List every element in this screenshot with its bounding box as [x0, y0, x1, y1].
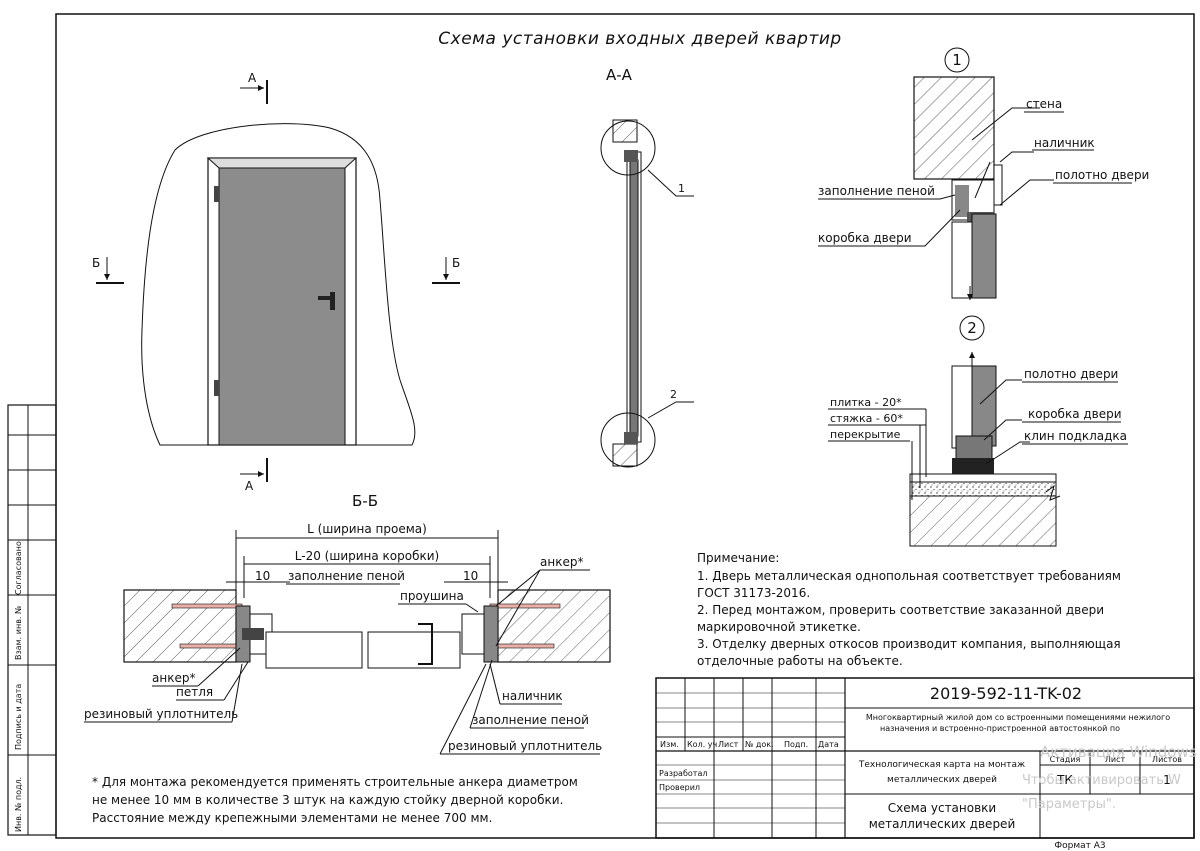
header-izm: Изм. [660, 740, 679, 749]
note-line-3: 2. Перед монтажом, проверить соответстви… [697, 603, 1104, 617]
note-line-4: маркировочной этикетке. [697, 620, 861, 634]
header-sign: Подп. [784, 740, 808, 749]
cut-mark-a-bottom: А [240, 458, 268, 493]
hinge-bottom [214, 380, 219, 396]
label-hinge: петля [176, 685, 213, 699]
footnote-line-1: * Для монтажа рекомендуется применять ст… [92, 775, 578, 789]
side-strip: Согласовано Взам. инв. № Подпись и дата … [7, 404, 57, 836]
stage-header: Стадия [1050, 755, 1081, 764]
watermark-line-2: Чтобы активировать W [1022, 773, 1181, 788]
tile-layer [909, 473, 1057, 483]
doc-code: 2019-592-11-TK-02 [930, 684, 1082, 703]
detail-2-number: 2 [967, 319, 977, 337]
label-tile: плитка - 20* [830, 396, 902, 409]
label-foam-top: заполнение пеной [288, 569, 405, 583]
drawing-name-1: Схема установки [888, 801, 996, 815]
header-kol: Кол. уч [687, 740, 717, 749]
label-wall: стена [1026, 97, 1062, 111]
label-foam-bottom: заполнение пеной [472, 713, 589, 727]
label-seal-left: резиновый уплотнитель [84, 707, 238, 721]
callout-2: 2 [670, 388, 677, 401]
watermark-line-1: Активация Windows [1040, 743, 1197, 761]
dim-left-10: 10 [255, 569, 270, 583]
slab-hatch [909, 495, 1057, 547]
wall-hatch [913, 76, 995, 180]
footnote-line-3: Расстояние между крепежными элементами н… [92, 811, 492, 825]
footnote-block: * Для монтажа рекомендуется применять ст… [92, 775, 578, 825]
svg-text:А: А [248, 71, 257, 85]
header-doc: № док. [745, 740, 774, 749]
drawing-title: Схема установки входных дверей квартир [438, 29, 841, 49]
label-door-leaf-1: полотно двери [1055, 168, 1149, 182]
hinge-top [214, 186, 219, 202]
sign-date-label: Подпись и дата [14, 684, 23, 750]
note-line-6: отделочные работы на объекте. [697, 654, 903, 668]
sheets-value: 1 [1163, 773, 1171, 787]
notes-block: Примечание: 1. Дверь металлическая одноп… [697, 551, 1121, 668]
label-seal-right: резиновый уплотнитель [448, 739, 602, 753]
svg-text:А: А [245, 479, 254, 493]
label-slab: перекрытие [830, 428, 901, 441]
inv-orig-label: Инв. № подл. [14, 777, 23, 832]
note-line-2: ГОСТ 31173-2016. [697, 586, 810, 600]
detail-1-number: 1 [952, 51, 962, 69]
inv-replace-label: Взам. инв. № [14, 605, 23, 660]
stage-value: ТК [1056, 773, 1073, 787]
dim-opening: L (ширина проема) [307, 522, 427, 536]
title-block: 2019-592-11-TK-02 Многоквартирный жилой … [655, 677, 1195, 851]
doc-name-2: металлических дверей [887, 775, 997, 785]
cut-mark-b-right: Б [432, 256, 460, 284]
detail-2: 2 полотно двери коробка двери клин подкл… [828, 315, 1128, 547]
drawing-name-2: металлических дверей [869, 817, 1016, 831]
watermark-line-3: "Параметры". [1022, 797, 1116, 812]
note-line-1: 1. Дверь металлическая однопольная соотв… [697, 569, 1121, 583]
section-a-a: А-А 1 2 [600, 66, 694, 468]
notes-heading: Примечание: [697, 551, 779, 565]
label-door-leaf-2: полотно двери [1024, 367, 1118, 381]
detail-1: 1 стена наличник полотно двери заполнени… [818, 47, 1149, 300]
dim-right-10: 10 [463, 569, 478, 583]
wall-right [497, 589, 611, 663]
label-casing-plan: наличник [502, 689, 563, 703]
agreed-label: Согласовано [14, 541, 23, 595]
label-frame-1: коробка двери [818, 231, 912, 245]
label-anchor-left: анкер* [152, 671, 195, 685]
sheet-header: Лист [1105, 755, 1126, 764]
windows-activation-watermark: Активация Windows Чтобы активировать W "… [1022, 743, 1197, 812]
sheets-header: Листов [1152, 755, 1182, 764]
section-aa-label: А-А [606, 66, 633, 84]
wall-left [123, 589, 237, 663]
label-frame-2: коробка двери [1028, 407, 1122, 421]
developed-label: Разработал [659, 769, 707, 778]
cut-mark-a-top: А [240, 71, 268, 104]
footnote-line-2: не менее 10 мм в количестве 3 штук на ка… [92, 793, 563, 807]
label-anchor-right: анкер* [540, 555, 583, 569]
callout-1: 1 [678, 182, 685, 195]
note-line-5: 3. Отделку дверных откосов производит ко… [697, 637, 1121, 651]
project-line-2: назначения и встроенно-пристроенной авто… [880, 724, 1120, 733]
door-leaf [218, 167, 346, 446]
dim-frame: L-20 (ширина коробки) [295, 549, 439, 563]
door-handle [318, 292, 335, 310]
svg-text:Б: Б [92, 256, 100, 270]
section-b-b: Б-Б L (ширина проема) L-20 (ш [84, 492, 611, 755]
cut-mark-b-left: Б [92, 256, 124, 284]
section-bb-label: Б-Б [352, 492, 378, 510]
label-wedge: клин подкладка [1024, 429, 1127, 443]
project-line-1: Многоквартирный жилой дом со встроенными… [866, 713, 1170, 722]
header-list: Лист [718, 740, 739, 749]
screed-layer [909, 481, 1057, 497]
label-foam-1: заполнение пеной [818, 184, 935, 198]
svg-text:Б: Б [452, 256, 460, 270]
format-label: Формат А3 [1054, 841, 1105, 851]
door-front-view: А А Б Б [92, 71, 460, 493]
label-screed: стяжка - 60* [830, 412, 903, 425]
door-leaf-plan [265, 631, 363, 669]
label-casing-1: наличник [1034, 136, 1095, 150]
header-date: Дата [818, 740, 839, 749]
checked-label: Проверил [659, 783, 700, 792]
doc-name-1: Технологическая карта на монтаж [858, 760, 1025, 770]
label-lug: проушина [400, 589, 464, 603]
